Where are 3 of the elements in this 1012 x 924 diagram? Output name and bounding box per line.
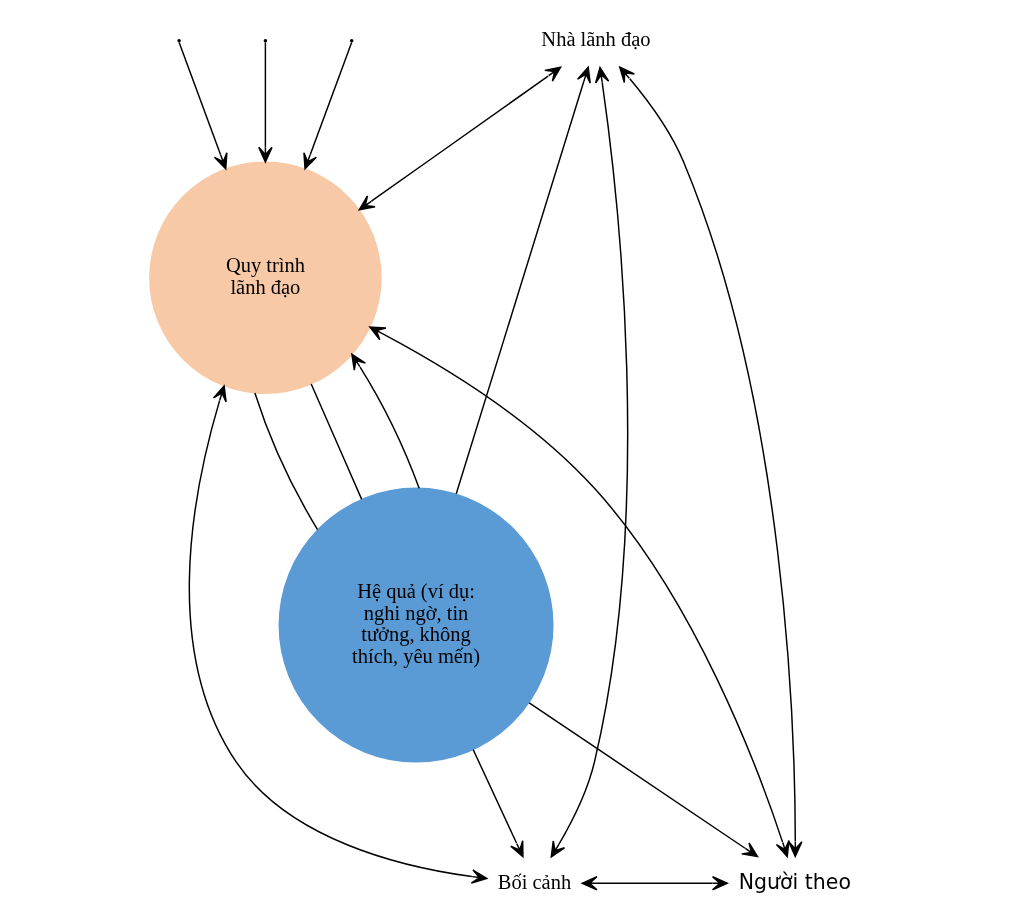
- node-text: Bối cảnh: [497, 870, 572, 893]
- node-text: Người theo: [738, 869, 851, 894]
- node-text: Nhà lãnh đạo: [541, 28, 651, 51]
